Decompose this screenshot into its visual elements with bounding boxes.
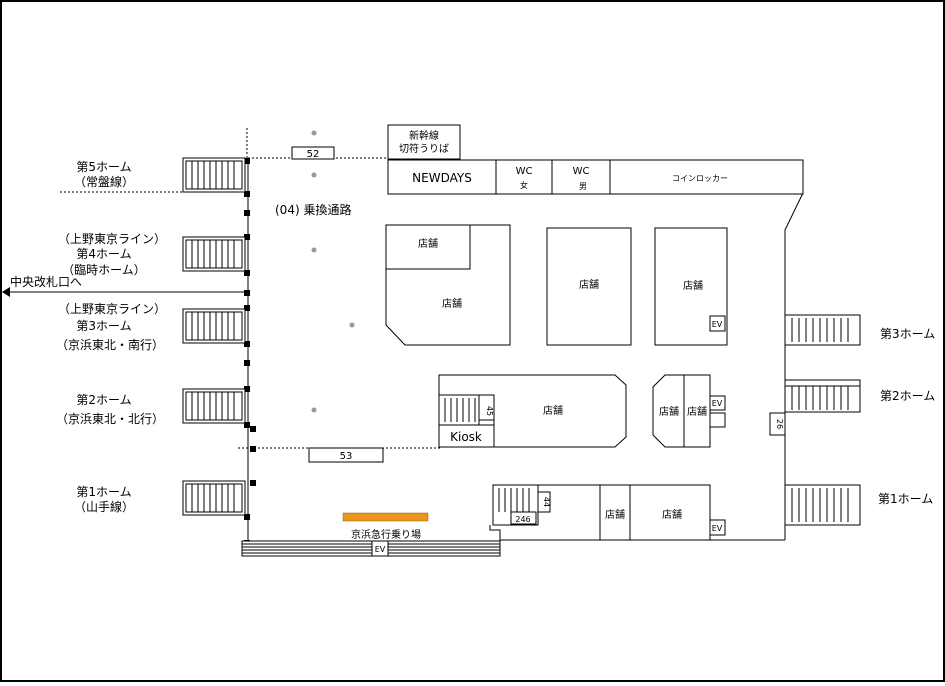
shop-c-label: 店舗 bbox=[683, 279, 703, 292]
p4-label-1: （上野東京ライン） bbox=[58, 232, 166, 246]
plate-44 bbox=[537, 491, 551, 513]
keihin-kyuko-marker bbox=[342, 512, 429, 522]
elevator-f-label: EV bbox=[712, 399, 723, 408]
right-p1-label: 第1ホーム bbox=[878, 492, 933, 506]
elevator-bottom[interactable] bbox=[371, 540, 389, 557]
coin-locker[interactable] bbox=[609, 159, 804, 195]
corridor-label: (04) 乗換通路 bbox=[275, 202, 351, 217]
elevator-h-label: EV bbox=[712, 524, 723, 533]
p3-label-1: （上野東京ライン） bbox=[58, 302, 166, 316]
p4-label-3: （臨時ホーム） bbox=[62, 263, 146, 277]
shop-a-inner[interactable] bbox=[385, 224, 471, 270]
kiosk-label: Kiosk bbox=[450, 430, 482, 444]
plate-26-text: 26 bbox=[775, 419, 784, 429]
newdays-label: NEWDAYS bbox=[412, 171, 472, 185]
elevator-c-label: EV bbox=[712, 320, 723, 329]
pillars bbox=[311, 130, 355, 413]
elevator-h[interactable] bbox=[709, 519, 726, 536]
coin-locker-label: コインロッカー bbox=[672, 174, 728, 183]
shinkansen-label-2: 切符うりば bbox=[399, 142, 449, 155]
kiosk[interactable] bbox=[438, 424, 495, 448]
p1-label-2: （山手線） bbox=[74, 499, 134, 514]
plate-44-text: 44 bbox=[542, 497, 551, 507]
plate-45-text: 45 bbox=[485, 406, 494, 416]
p1-label-1: 第1ホーム bbox=[76, 485, 131, 499]
plate-53 bbox=[308, 447, 384, 463]
elevator-f[interactable] bbox=[709, 395, 726, 411]
exit-arrow-head bbox=[2, 287, 10, 297]
p3-label-3: （京浜東北・南行） bbox=[56, 337, 164, 352]
p5-label-2: （常盤線） bbox=[74, 174, 134, 189]
wc-men-label-2: 男 bbox=[579, 182, 587, 191]
shop-h-label: 店舗 bbox=[662, 508, 682, 521]
plate-52-text: 52 bbox=[307, 149, 320, 160]
shop-b[interactable] bbox=[546, 227, 632, 346]
wc-women-label-2: 女 bbox=[520, 180, 528, 190]
keihin-kyuko-label[interactable]: 京浜急行乗り場 bbox=[351, 528, 421, 541]
elevator-bottom-label: EV bbox=[375, 545, 386, 554]
stairs-right-p3[interactable] bbox=[784, 314, 861, 346]
stairs-kiosk-steps bbox=[444, 398, 476, 422]
wc-women-label-1: WC bbox=[516, 166, 533, 177]
p4-label-2: 第4ホーム bbox=[76, 247, 131, 261]
wc-men[interactable] bbox=[551, 159, 611, 195]
stairs-p2[interactable] bbox=[182, 388, 246, 424]
stairs-p3[interactable] bbox=[182, 308, 246, 344]
stairs-p5[interactable] bbox=[182, 157, 246, 193]
keihin-stairs[interactable] bbox=[241, 540, 501, 557]
stairs-bottom-steps bbox=[498, 488, 530, 512]
elevator-c[interactable] bbox=[709, 315, 726, 332]
stairs-p4[interactable] bbox=[182, 236, 246, 272]
shop-f[interactable] bbox=[683, 374, 711, 448]
wc-men-label-1: WC bbox=[573, 166, 590, 177]
plate-246 bbox=[510, 511, 537, 525]
shop-b-label: 店舗 bbox=[579, 278, 599, 291]
shinkansen-label-1: 新幹線 bbox=[409, 129, 439, 142]
shop-a-label: 店舗 bbox=[442, 297, 462, 310]
shop-h[interactable] bbox=[629, 484, 711, 541]
stairs-right-p1[interactable] bbox=[784, 484, 861, 526]
p3-label-2: 第3ホーム bbox=[76, 319, 131, 333]
right-p2-label: 第2ホーム bbox=[880, 389, 935, 403]
wc-women[interactable] bbox=[495, 159, 553, 195]
p5-label-1: 第5ホーム bbox=[76, 160, 131, 174]
plate-26 bbox=[769, 412, 786, 436]
shop-f-label: 店舗 bbox=[687, 405, 707, 418]
shinkansen-ticket-office[interactable] bbox=[387, 124, 461, 160]
shop-e-label: 店舗 bbox=[659, 405, 679, 418]
corridor-outline-right bbox=[784, 192, 804, 540]
shop-d-label: 店舗 bbox=[543, 404, 563, 417]
stairs-p1[interactable] bbox=[182, 480, 246, 516]
p2-label-1: 第2ホーム bbox=[76, 393, 131, 407]
shop-a-inner-label: 店舗 bbox=[418, 237, 438, 250]
plate-246-text: 246 bbox=[515, 515, 530, 524]
stairs-right-p2[interactable] bbox=[784, 379, 861, 413]
plate-52 bbox=[291, 146, 335, 160]
shop-g[interactable] bbox=[599, 484, 631, 541]
exit-label[interactable]: 中央改札口へ bbox=[10, 274, 82, 289]
shop-g-label: 店舗 bbox=[605, 508, 625, 521]
elevator-f-box bbox=[709, 412, 726, 428]
p2-label-2: （京浜東北・北行） bbox=[56, 412, 164, 426]
right-p3-label: 第3ホーム bbox=[880, 327, 935, 341]
plate-53-text: 53 bbox=[340, 451, 353, 462]
